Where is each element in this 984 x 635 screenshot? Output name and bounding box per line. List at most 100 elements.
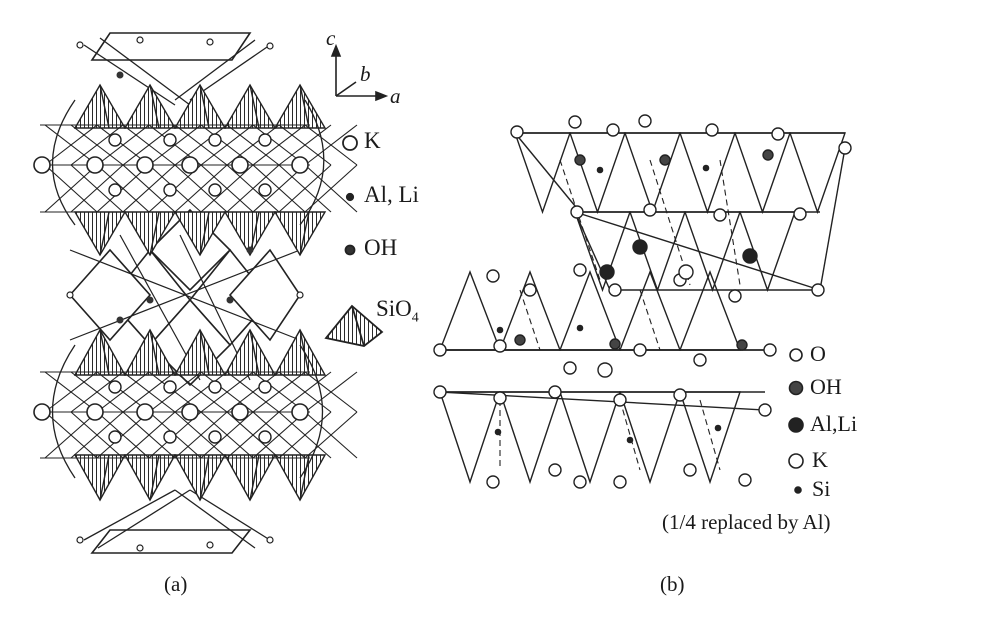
small-atom	[266, 42, 274, 50]
small-atom	[296, 291, 304, 299]
caption-a: (a)	[164, 572, 188, 596]
sio4-tetrahedron	[223, 83, 277, 129]
axis-b-label: b	[360, 62, 371, 86]
oh-atom	[609, 338, 621, 350]
si-atom	[714, 424, 722, 432]
mesh-line	[278, 371, 332, 413]
tetrahedron-edge	[149, 454, 160, 501]
k-atom	[108, 380, 122, 394]
o-atom	[493, 339, 507, 353]
tetrahedron	[618, 270, 682, 351]
o-atom	[573, 475, 587, 489]
o-atom	[606, 123, 620, 137]
k-atom	[108, 183, 122, 197]
dashed-bond	[649, 159, 691, 286]
tetrahedron	[619, 391, 681, 485]
mesh-line	[252, 371, 306, 413]
mesh-line	[148, 371, 202, 413]
small-atom	[76, 41, 84, 49]
mesh-line	[44, 371, 98, 413]
axis-c-label: c	[326, 26, 336, 50]
mesh-line	[174, 371, 228, 413]
tetrahedron-edge	[199, 454, 210, 501]
mesh-line	[44, 124, 98, 166]
oh-atom	[514, 334, 526, 346]
dashed-bond	[559, 159, 601, 281]
o-atom	[433, 343, 447, 357]
oh-atom	[659, 154, 671, 166]
mesh-line	[200, 124, 254, 166]
o-atom	[683, 463, 697, 477]
outline	[51, 99, 325, 226]
legend-a-symbols	[324, 135, 384, 347]
o-atom	[771, 127, 785, 141]
small-atom	[266, 536, 274, 544]
tetrahedron-edge	[149, 84, 160, 129]
legend-b-k: K	[812, 447, 828, 472]
o-atom	[705, 123, 719, 137]
k-atom	[181, 156, 199, 174]
tetrahedron	[514, 132, 571, 215]
k-legend-icon	[342, 135, 358, 151]
k-atom	[291, 403, 309, 421]
tetrahedron-edge	[299, 84, 310, 129]
mesh-line	[122, 371, 176, 413]
k-atom	[291, 156, 309, 174]
k-atom	[163, 430, 177, 444]
k-atom	[597, 362, 613, 378]
oh-atom	[246, 246, 254, 254]
o-atom	[793, 207, 807, 221]
tetrahedron-edge	[249, 454, 260, 501]
k-atom	[258, 380, 272, 394]
k-atom	[33, 403, 51, 421]
o-atom	[728, 289, 742, 303]
k-atom	[33, 156, 51, 174]
k-atom	[208, 183, 222, 197]
mesh-line	[148, 124, 202, 166]
k-atom	[163, 183, 177, 197]
dashed-bond	[519, 289, 541, 351]
o-atom	[613, 475, 627, 489]
k-atom	[208, 133, 222, 147]
tetrahedron	[559, 391, 621, 485]
mesh-line	[96, 411, 150, 459]
mesh-line	[174, 164, 228, 213]
k-legend-icon-b	[788, 453, 804, 469]
sio4-tetrahedron	[123, 454, 177, 502]
o-atom	[763, 343, 777, 357]
sio4-legend-icon	[324, 304, 384, 347]
legend-b-o: O	[810, 341, 826, 366]
sio4-tetrahedron	[273, 328, 327, 376]
k-atom	[231, 403, 249, 421]
mesh-line	[252, 124, 306, 166]
mesh-line	[200, 371, 254, 413]
o-atom	[523, 283, 537, 297]
tetrahedron	[624, 132, 681, 215]
k-atom	[86, 403, 104, 421]
tetrahedron-edge	[249, 84, 260, 129]
al-li-legend-icon-b	[788, 417, 804, 433]
oh-atom	[574, 154, 586, 166]
k-atoms-a	[33, 36, 309, 552]
mesh-line	[70, 164, 124, 213]
o-atom	[738, 473, 752, 487]
sio4-tetrahedron	[123, 328, 177, 376]
small-atom	[206, 541, 214, 549]
sio4-tetrahedron	[273, 211, 327, 257]
o-atom	[633, 343, 647, 357]
tetrahedron	[569, 132, 626, 215]
o-atom	[613, 393, 627, 407]
o-atom	[758, 403, 772, 417]
small-atom	[66, 291, 74, 299]
oh-atom	[116, 71, 124, 79]
si-atom	[494, 428, 502, 436]
legend-b-note: (1/4 replaced by Al)	[662, 510, 831, 534]
k-atom	[136, 156, 154, 174]
dashed-bond	[639, 289, 661, 351]
k-atom	[136, 403, 154, 421]
o-atom	[548, 463, 562, 477]
tetrahedron	[499, 391, 561, 485]
o-atom	[673, 388, 687, 402]
o-atom	[433, 385, 447, 399]
